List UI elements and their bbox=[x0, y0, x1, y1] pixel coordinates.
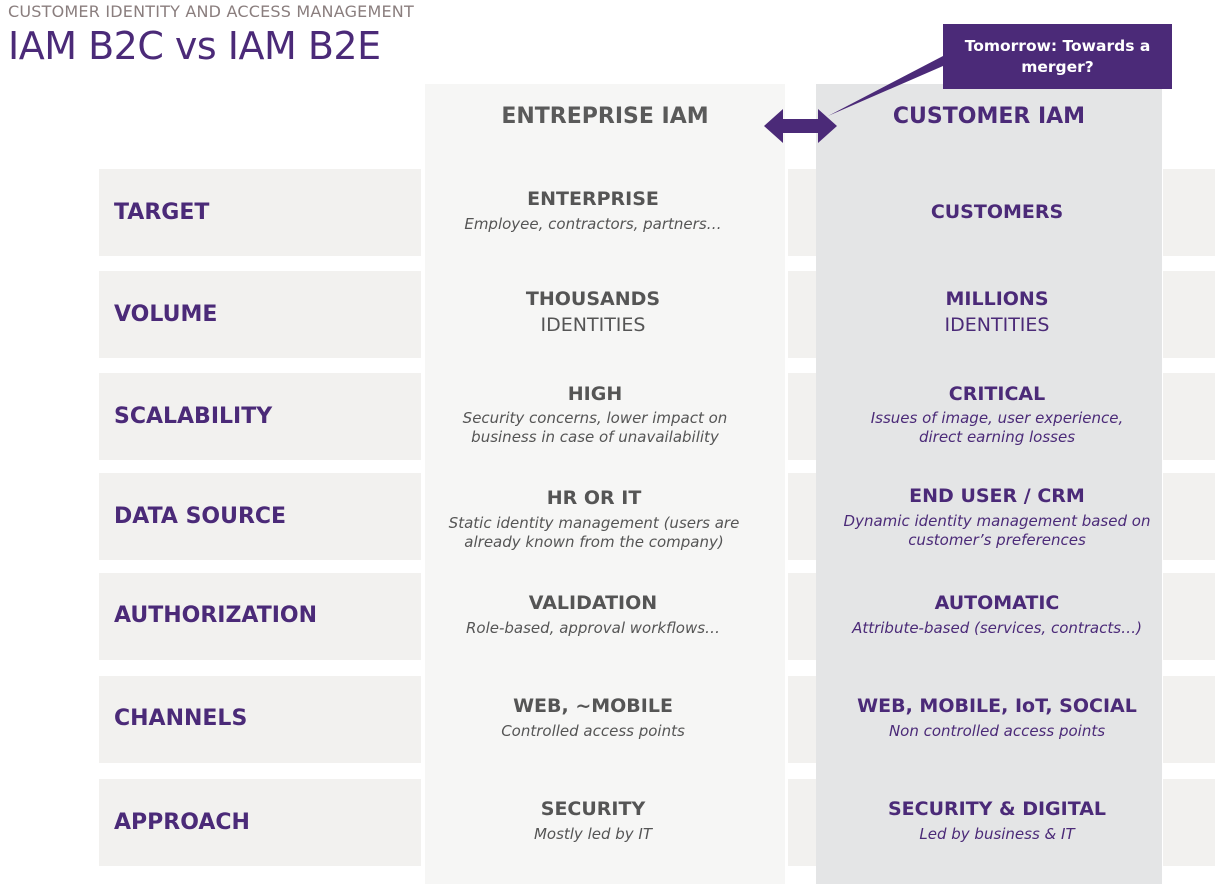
row-band bbox=[99, 271, 421, 358]
cell-desc: Security concerns, lower impact on busin… bbox=[462, 409, 728, 446]
row-band bbox=[1163, 473, 1215, 560]
customer-cell-target: CUSTOMERS bbox=[816, 200, 1178, 224]
merger-callout-text: Tomorrow: Towards a merger? bbox=[964, 36, 1151, 76]
customer-cell-authorization: AUTOMATIC Attribute-based (services, con… bbox=[816, 591, 1178, 638]
enterprise-cell-volume: THOUSANDS IDENTITIES bbox=[425, 287, 761, 339]
customer-cell-scalability: CRITICAL Issues of image, user experienc… bbox=[830, 382, 1164, 447]
double-arrow-icon bbox=[764, 109, 837, 143]
row-band bbox=[788, 169, 816, 256]
row-band bbox=[99, 169, 421, 256]
row-band bbox=[1163, 169, 1215, 256]
row-label-target: TARGET bbox=[114, 200, 210, 225]
row-label-scalability: SCALABILITY bbox=[114, 404, 273, 429]
enterprise-cell-scalability: HIGH Security concerns, lower impact on … bbox=[440, 382, 750, 447]
customer-cell-approach: SECURITY & DIGITAL Led by business & IT bbox=[816, 797, 1178, 844]
row-label-volume: VOLUME bbox=[114, 302, 218, 327]
row-band bbox=[1163, 573, 1215, 660]
row-band bbox=[788, 779, 816, 866]
cell-main2: IDENTITIES bbox=[540, 314, 646, 336]
cell-desc: Static identity management (users are al… bbox=[448, 514, 740, 551]
cell-main: ENTERPRISE bbox=[527, 188, 659, 210]
cell-main: SECURITY bbox=[540, 798, 646, 820]
page-title: IAM B2C vs IAM B2E bbox=[8, 24, 381, 68]
cell-main: THOUSANDS bbox=[525, 288, 661, 310]
row-band bbox=[99, 373, 421, 460]
cell-desc: Mostly led by IT bbox=[533, 825, 653, 843]
row-label-data-source: DATA SOURCE bbox=[114, 504, 287, 529]
cell-desc: Role-based, approval workflows… bbox=[465, 619, 721, 637]
row-band bbox=[99, 473, 421, 560]
enterprise-cell-target: ENTERPRISE Employee, contractors, partne… bbox=[425, 187, 761, 234]
row-band bbox=[1163, 271, 1215, 358]
cell-desc: Employee, contractors, partners… bbox=[464, 215, 722, 233]
cell-main: WEB, ~MOBILE bbox=[513, 695, 673, 717]
customer-column bbox=[816, 84, 1162, 884]
enterprise-cell-authorization: VALIDATION Role-based, approval workflow… bbox=[425, 591, 761, 638]
page-subtitle: CUSTOMER IDENTITY AND ACCESS MANAGEMENT bbox=[8, 2, 414, 21]
row-band bbox=[788, 676, 816, 763]
cell-main: CUSTOMERS bbox=[930, 201, 1064, 223]
row-band bbox=[99, 676, 421, 763]
customer-cell-channels: WEB, MOBILE, IoT, SOCIAL Non controlled … bbox=[816, 694, 1178, 741]
customer-column-header: CUSTOMER IAM bbox=[892, 104, 1086, 129]
row-label-authorization: AUTHORIZATION bbox=[114, 603, 318, 628]
enterprise-column bbox=[425, 84, 785, 884]
row-band bbox=[788, 573, 816, 660]
row-band bbox=[1163, 373, 1215, 460]
cell-desc: Issues of image, user experience, direct… bbox=[870, 409, 1124, 446]
row-label-channels: CHANNELS bbox=[114, 706, 248, 731]
row-band bbox=[788, 373, 816, 460]
cell-desc: Non controlled access points bbox=[888, 722, 1106, 740]
cell-main: HIGH bbox=[567, 383, 623, 405]
cell-main: AUTOMATIC bbox=[934, 592, 1060, 614]
row-label-approach: APPROACH bbox=[114, 810, 250, 835]
cell-desc: Led by business & IT bbox=[919, 825, 1075, 843]
cell-main: VALIDATION bbox=[528, 592, 658, 614]
row-band bbox=[99, 779, 421, 866]
callout-pointer-icon bbox=[828, 56, 943, 116]
row-band bbox=[788, 271, 816, 358]
cell-main: MILLIONS bbox=[945, 288, 1049, 310]
cell-main: WEB, MOBILE, IoT, SOCIAL bbox=[857, 695, 1137, 717]
cell-main: HR OR IT bbox=[546, 487, 642, 509]
cell-main: CRITICAL bbox=[948, 383, 1046, 405]
enterprise-column-header: ENTREPRISE IAM bbox=[501, 104, 709, 129]
cell-main2: IDENTITIES bbox=[944, 314, 1050, 336]
enterprise-cell-data-source: HR OR IT Static identity management (use… bbox=[433, 486, 755, 552]
customer-cell-data-source: END USER / CRM Dynamic identity manageme… bbox=[826, 484, 1168, 550]
row-band bbox=[1163, 676, 1215, 763]
enterprise-cell-channels: WEB, ~MOBILE Controlled access points bbox=[425, 694, 761, 741]
cell-desc: Attribute-based (services, contracts…) bbox=[852, 619, 1142, 637]
cell-main: END USER / CRM bbox=[909, 485, 1085, 507]
cell-desc: Dynamic identity management based on cus… bbox=[843, 512, 1151, 549]
merger-callout: Tomorrow: Towards a merger? bbox=[943, 24, 1172, 89]
customer-cell-volume: MILLIONS IDENTITIES bbox=[816, 287, 1178, 339]
cell-main: SECURITY & DIGITAL bbox=[887, 798, 1107, 820]
row-band bbox=[788, 473, 816, 560]
row-band bbox=[99, 573, 421, 660]
row-band bbox=[1163, 779, 1215, 866]
enterprise-cell-approach: SECURITY Mostly led by IT bbox=[425, 797, 761, 844]
cell-desc: Controlled access points bbox=[501, 722, 685, 740]
